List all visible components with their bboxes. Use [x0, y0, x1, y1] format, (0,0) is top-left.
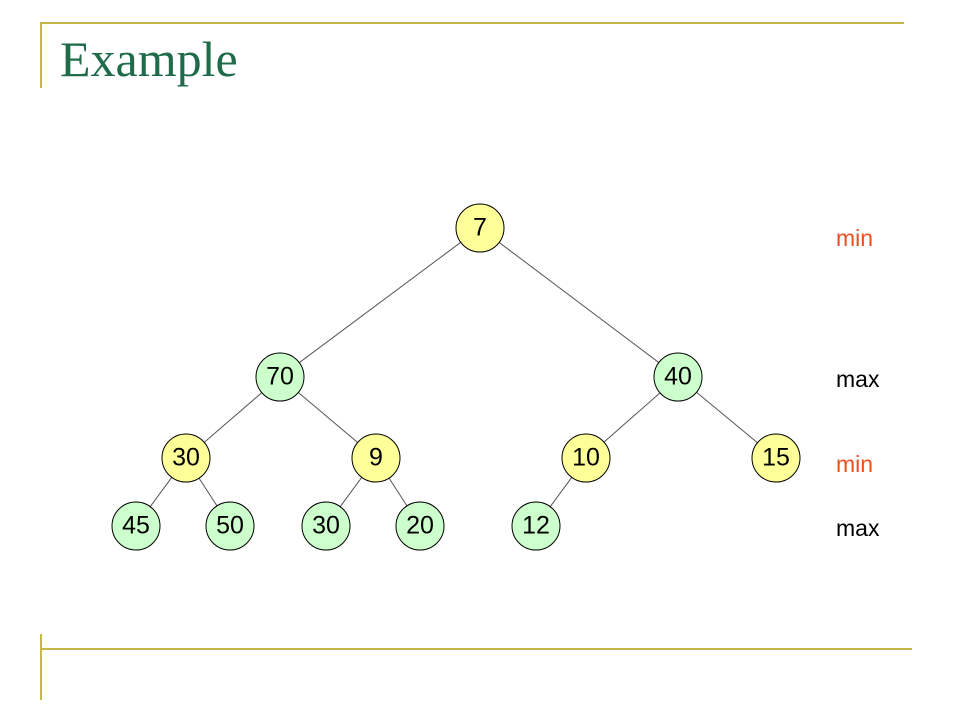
node-circle: [653, 352, 703, 402]
node-value: 12: [522, 512, 550, 540]
tree-node: 12: [511, 501, 561, 551]
node-circle: [205, 501, 255, 551]
tree-node: 70: [255, 352, 305, 402]
level-label-min: min: [836, 451, 873, 477]
edge-n40-n15: [696, 391, 758, 444]
edge-n9-n30b: [339, 477, 363, 507]
tree-node: 7: [455, 203, 505, 253]
level-label-max: max: [836, 515, 880, 541]
node-value: 45: [122, 512, 150, 540]
level-labels: min max min max: [836, 225, 880, 541]
tree-node: 9: [351, 433, 401, 483]
slide-title: Example: [60, 31, 238, 87]
edge-n40-n10: [603, 392, 661, 443]
level-label-min: min: [836, 225, 873, 251]
node-circle: [561, 433, 611, 483]
node-value: 20: [406, 512, 434, 540]
node-circle: [395, 501, 445, 551]
node-circle: [255, 352, 305, 402]
tree-nodes: 7 70 40 30 9 10 15 45 50 30 20 12: [111, 203, 801, 551]
tree-node: 20: [395, 501, 445, 551]
top-left-vertical-rule: [40, 22, 42, 88]
node-value: 30: [172, 444, 200, 472]
node-circle: [511, 501, 561, 551]
edge-n70-n30a: [203, 392, 263, 443]
tree-node: 40: [653, 352, 703, 402]
edge-n9-n20: [388, 477, 408, 507]
tree-node: 45: [111, 501, 161, 551]
bottom-horizontal-rule: [40, 648, 912, 650]
node-circle: [161, 433, 211, 483]
node-circle: [351, 433, 401, 483]
node-value: 7: [473, 214, 487, 242]
bottom-left-vertical-rule: [40, 634, 42, 700]
edge-n7-n40: [498, 242, 660, 363]
node-circle: [301, 501, 351, 551]
tree-edges: [149, 241, 758, 507]
edge-n7-n70: [298, 241, 462, 364]
node-value: 40: [664, 363, 692, 391]
node-value: 10: [572, 444, 600, 472]
level-label-max: max: [836, 366, 880, 392]
node-value: 30: [312, 512, 340, 540]
node-value: 70: [266, 363, 294, 391]
tree-node: 30: [161, 433, 211, 483]
node-circle: [455, 203, 505, 253]
edge-n30a-n45: [149, 477, 173, 507]
node-value: 9: [369, 444, 383, 472]
edge-n70-n9: [298, 392, 358, 443]
node-circle: [751, 433, 801, 483]
tree-node: 15: [751, 433, 801, 483]
top-horizontal-rule: [40, 22, 904, 24]
node-value: 15: [762, 444, 790, 472]
node-circle: [111, 501, 161, 551]
tree-node: 50: [205, 501, 255, 551]
edge-n30a-n50: [198, 477, 218, 507]
tree-node: 30: [301, 501, 351, 551]
tree-node: 10: [561, 433, 611, 483]
edge-n10-n12: [549, 477, 573, 507]
node-value: 50: [216, 512, 244, 540]
